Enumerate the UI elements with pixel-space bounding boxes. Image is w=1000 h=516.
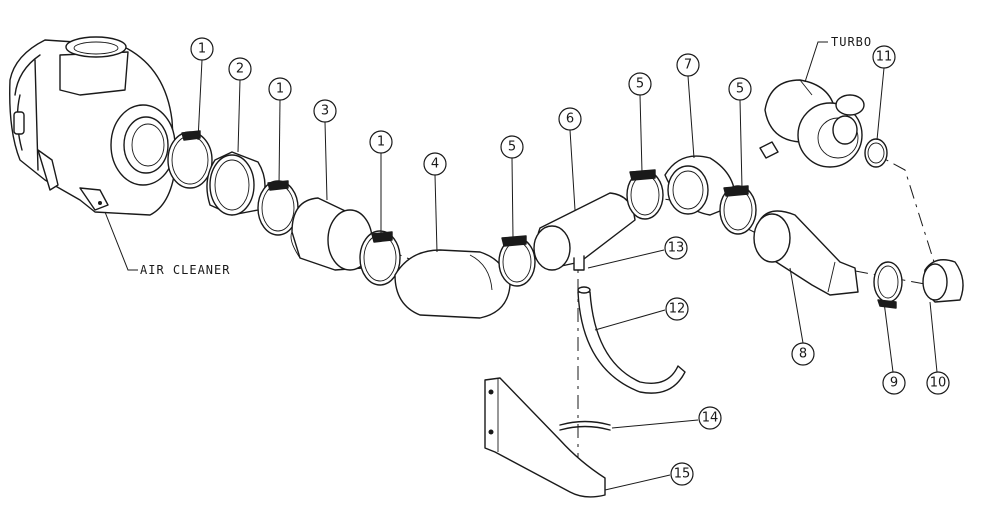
callout-1b: 1 [268,77,292,101]
turbo-label: TURBO [831,35,872,49]
callout-3: 3 [313,99,337,123]
air-cleaner-leader [104,211,138,271]
svg-text:1: 1 [198,42,206,57]
callout-11: 11 [872,45,896,69]
svg-text:5: 5 [508,140,516,155]
callout-10: 10 [926,371,950,395]
elbow-7 [664,155,736,216]
svg-text:1: 1 [377,135,385,150]
bracket-15 [484,377,606,498]
clamp-11 [864,138,888,168]
svg-text:5: 5 [636,77,644,92]
callout-4: 4 [423,152,447,176]
turbocharger [759,79,865,168]
callout-7: 7 [676,53,700,77]
clamp-1c [359,230,401,286]
clamp-5b [626,169,664,220]
callout-15: 15 [670,462,694,486]
callout-14: 14 [698,406,722,430]
callout-2: 2 [228,57,252,81]
svg-text:6: 6 [566,112,574,127]
callout-9: 9 [882,371,906,395]
svg-text:3: 3 [321,104,329,119]
callout-6: 6 [558,107,582,131]
callout-5b: 5 [628,72,652,96]
svg-text:10: 10 [930,376,947,391]
svg-text:9: 9 [890,376,898,391]
elbow-10 [922,259,964,303]
reducer-tube-8 [753,210,859,296]
clamp-9 [873,261,903,309]
svg-text:14: 14 [702,411,719,426]
svg-text:13: 13 [668,241,685,256]
callout-13: 13 [664,236,688,260]
air-cleaner [9,36,176,216]
turbo-leader [804,41,828,83]
svg-text:12: 12 [669,302,686,317]
clamp-1a [167,130,213,189]
callout-12: 12 [665,297,689,321]
svg-text:4: 4 [431,157,439,172]
svg-text:2: 2 [236,62,244,77]
elbow-hose-4 [394,249,511,319]
callout-5c: 5 [728,77,752,101]
hose-12 [577,286,686,394]
svg-text:8: 8 [799,347,807,362]
callout-1a: 1 [190,37,214,61]
sleeve-2 [206,151,266,216]
clamp-1b [257,180,299,236]
callout-8: 8 [791,342,815,366]
svg-text:1: 1 [276,82,284,97]
svg-text:15: 15 [674,467,691,482]
svg-text:5: 5 [736,82,744,97]
svg-text:11: 11 [876,50,893,65]
callout-5a: 5 [500,135,524,159]
strap-14 [559,420,611,431]
clamp-5a [498,235,536,287]
air-cleaner-label: AIR CLEANER [140,263,230,277]
clamp-5c [719,185,757,235]
svg-text:7: 7 [684,58,692,73]
callout-1c: 1 [369,130,393,154]
tube-6 [533,192,636,271]
callout-leaders [197,59,938,491]
